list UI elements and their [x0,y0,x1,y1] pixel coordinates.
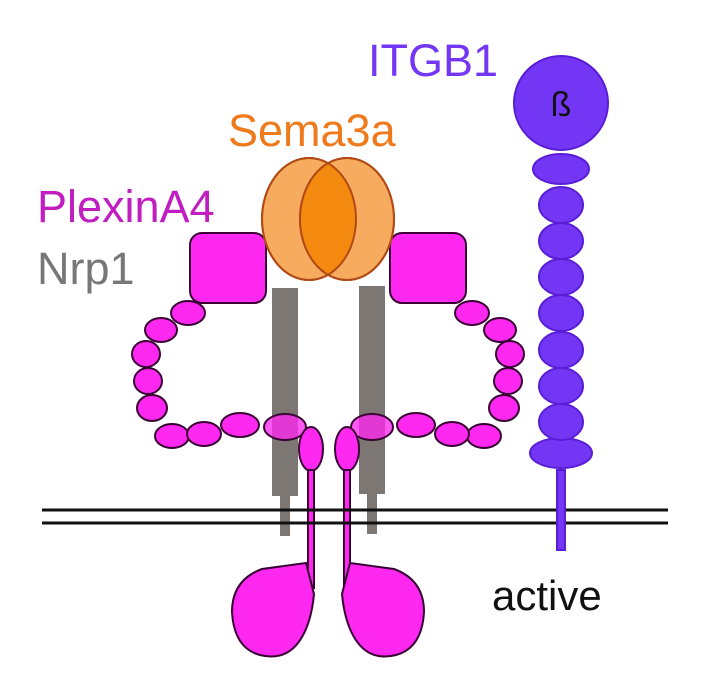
cell-membrane [42,508,668,525]
itgb1-beta-head [513,55,609,151]
itgb1-label: ITGB1 [368,35,498,86]
plexin-sema-domain-right [389,232,467,304]
plexina4-right [334,232,525,658]
plexin-cytoplasmic-left [230,561,316,658]
plexin-cytoplasmic-right [340,561,426,658]
beta-symbol: ß [551,86,572,124]
nrp1-left [272,288,298,536]
plexina4-label: PlexinA4 [37,181,215,232]
nrp1-label: Nrp1 [37,243,135,294]
active-label: active [492,572,602,619]
sema3a-label: Sema3a [228,105,397,156]
itgb1-integrin [513,55,609,551]
plexina4-left [131,232,324,658]
plexin-sema-domain-left [189,232,267,304]
nrp1-right [359,286,385,534]
sema3a-dimer [261,157,395,281]
